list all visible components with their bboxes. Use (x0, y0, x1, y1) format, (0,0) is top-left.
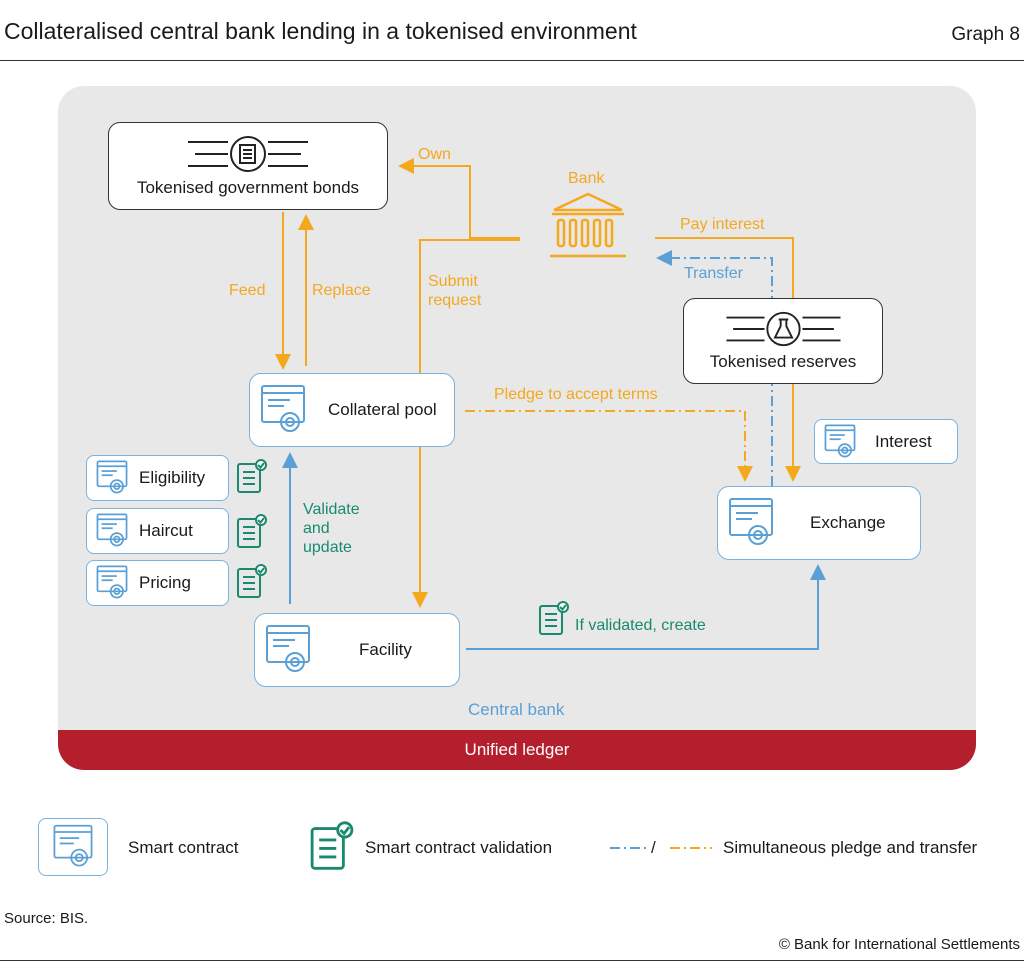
transfer-line (656, 250, 773, 486)
legend-simultaneous-label: Simultaneous pledge and transfer (723, 838, 978, 857)
pay-interest-label: Pay interest (680, 216, 765, 233)
create-line (466, 564, 826, 650)
validate-label: Validate and update (303, 501, 360, 556)
own-label: Own (418, 146, 451, 163)
collateral-pool-node: Collateral pool (249, 373, 455, 447)
if-validated-label: If validated, create (575, 617, 706, 634)
copyright-note: © Bank for International Settlements (778, 936, 1020, 953)
facility-label: Facility (359, 640, 412, 659)
interest-label: Interest (875, 431, 932, 451)
facility-node: Facility (254, 613, 460, 687)
validation-check-icon (237, 514, 267, 548)
top-divider (0, 60, 1024, 61)
smart-contract-icon (53, 824, 93, 867)
validation-check-icon (237, 564, 267, 598)
smart-contract-icon (729, 498, 773, 545)
legend-dashdot-swatch (610, 847, 712, 849)
feed-label: Feed (229, 282, 266, 299)
legend-smart-contract-label: Smart contract (128, 838, 239, 857)
haircut-node: Haircut (86, 508, 229, 554)
smart-contract-icon (266, 625, 310, 672)
validation-check-icon (237, 459, 267, 493)
bank-label: Bank (568, 170, 605, 187)
legend-validation-label: Smart contract validation (365, 838, 553, 857)
source-note: Source: BIS. (4, 910, 89, 927)
collateral-pool-label: Collateral pool (328, 400, 437, 419)
pay-interest-line (655, 237, 801, 482)
bonds-label: Tokenised government bonds (136, 178, 360, 197)
exchange-node: Exchange (717, 486, 921, 560)
interest-node: Interest (814, 419, 958, 464)
own-line (398, 158, 520, 239)
central-bank-label: Central bank (468, 700, 565, 719)
legend-smart-contract-swatch (38, 818, 108, 876)
circuit-document-icon (188, 136, 308, 172)
smart-contract-icon (96, 565, 128, 599)
unified-ledger-bar: Unified ledger (58, 730, 976, 770)
haircut-label: Haircut (139, 521, 193, 540)
smart-contract-icon (261, 385, 305, 432)
eligibility-node: Eligibility (86, 455, 229, 501)
smart-contract-icon (824, 424, 856, 457)
pricing-node: Pricing (86, 560, 229, 606)
transfer-label: Transfer (684, 265, 743, 282)
legend-slash: / (651, 838, 656, 857)
page-title: Collateralised central bank lending in a… (4, 18, 637, 44)
bank-icon (550, 192, 626, 258)
pledge-line (465, 410, 753, 482)
exchange-label: Exchange (810, 513, 886, 532)
validation-check-icon (539, 601, 569, 635)
submit-request-label: Submit request (428, 273, 482, 309)
pricing-label: Pricing (139, 573, 191, 592)
smart-contract-icon (96, 513, 128, 547)
smart-contract-icon (96, 460, 128, 494)
submit-line (412, 239, 520, 608)
eligibility-label: Eligibility (139, 468, 206, 487)
reserves-label: Tokenised reserves (709, 352, 857, 371)
legend-validation-icon (310, 821, 354, 870)
replace-label: Replace (312, 282, 371, 299)
bottom-divider (0, 960, 1024, 961)
tokenised-bonds-node: Tokenised government bonds (108, 122, 388, 210)
graph-number: Graph 8 (951, 24, 1020, 45)
circuit-flask-icon (726, 311, 840, 347)
tokenised-reserves-node: Tokenised reserves (683, 298, 883, 384)
pledge-label: Pledge to accept terms (494, 386, 658, 403)
